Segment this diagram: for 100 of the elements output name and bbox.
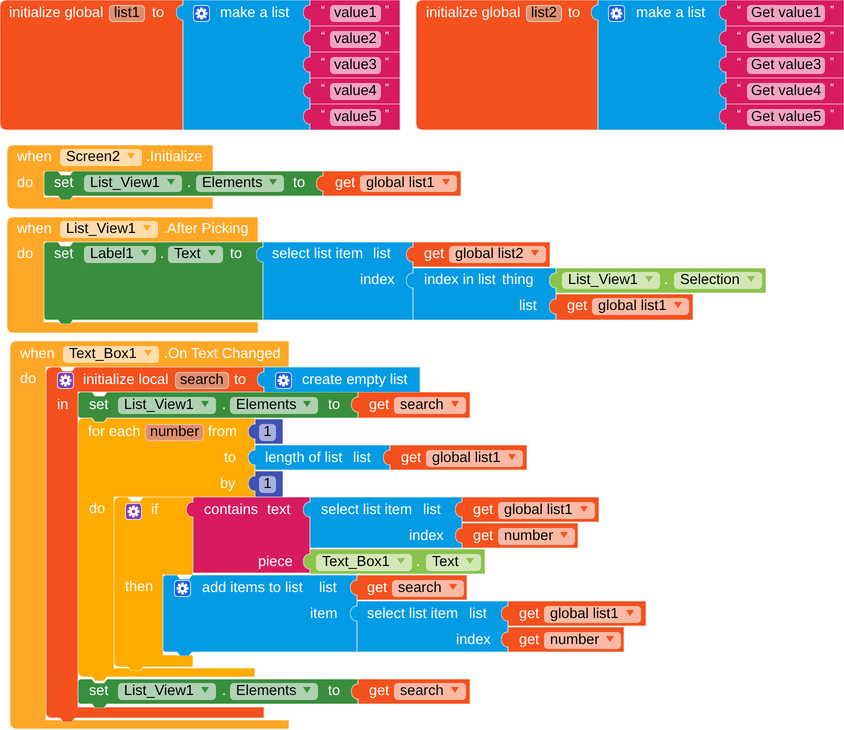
dropdown: global list1 [592,298,689,314]
text-block [303,0,400,26]
dropdown: Elements [230,396,318,414]
block-label: from [208,424,237,440]
block-label: list [353,450,371,466]
block-label: create empty list [302,372,408,388]
block-label: list [469,606,487,622]
text-block [719,52,844,78]
block-label: .After Picking [163,220,248,238]
block-label: . [222,682,226,700]
quote-mark: ” [830,108,834,120]
variable-name-field: search [175,372,229,388]
list-block [257,367,420,393]
dropdown: search [392,580,464,596]
block-label: contains [204,502,258,518]
block-label: if [151,502,158,518]
block-label: select list item [272,246,364,262]
dropdown: Text_Box1 [63,346,159,362]
block-label: index [409,528,444,544]
quote-mark: “ [321,56,325,68]
dropdown: search [394,396,466,414]
block-label: . [187,174,192,192]
quote-mark: ” [385,30,389,42]
dropdown: global list1 [360,174,457,192]
global-variable-block [0,0,183,130]
block-label: do [20,370,36,388]
block-label: set [54,174,74,192]
text-field: value1 [330,4,381,22]
get-variable-block [455,523,578,548]
text-block [303,52,400,78]
block-label: initialize global [426,4,520,22]
quote-mark: “ [321,82,325,94]
block-label: then [125,578,154,596]
dropdown: global list2 [449,246,546,262]
dropdown: List_View1 [118,682,216,700]
list-block [256,242,413,320]
block-label: list [519,298,537,314]
quote-mark: “ [321,108,325,120]
block-label: get [473,528,494,544]
block-label: .On Text Changed [164,346,281,362]
setter-block [78,392,358,422]
block-label: select list item [321,502,412,518]
block-label: for each [88,424,140,440]
list-block [591,0,726,130]
dropdown: Screen2 [60,148,142,166]
block-label: to [328,682,340,700]
text-block [719,26,844,52]
block-label: to [568,4,580,22]
block-label: index in list [424,272,496,288]
block-label: when [17,220,52,238]
text-field: Get value4 [747,82,826,100]
block-label: initialize local [83,372,168,388]
variable-name-field: list1 [109,4,145,22]
variable-name-field: number [145,424,204,440]
get-variable-block [501,627,624,652]
dropdown: search [394,682,466,700]
block-label: select list item [367,606,458,622]
block-label: get [567,298,588,314]
text-field: Get value1 [747,4,826,22]
block-label: to [230,246,242,262]
if-block [114,497,193,671]
number-field: 1 [259,424,276,440]
block-label: list [423,502,441,518]
quote-mark: ” [385,108,389,120]
get-variable-block [501,601,646,626]
text-block [719,104,844,130]
dropdown: number [498,528,576,544]
block-label: do [89,500,106,518]
get-variable-block [406,242,550,267]
quote-mark: ” [830,56,834,68]
block-label: text [267,502,290,518]
block-label: by [220,476,236,492]
block-label: index [360,272,395,288]
block-label: in [57,396,68,414]
block-label: make a list [220,4,290,22]
block-label: . [160,246,164,262]
dropdown: List_View1 [118,396,216,414]
block-label: get [369,396,390,414]
quote-mark: “ [737,108,741,120]
block-label: add items to list [202,580,303,596]
property-getter-block [549,268,766,293]
quote-mark: ” [830,30,834,42]
text-field: value5 [330,108,381,126]
setter-block [44,171,323,200]
block-label: set [89,396,108,414]
dropdown: Elements [196,174,284,192]
text-compare-block [186,497,310,573]
block-label: . [416,554,420,570]
quote-mark: “ [737,56,741,68]
get-variable-block [549,294,693,320]
number-field: 1 [259,476,276,492]
list-block [248,445,390,470]
list-block [406,268,556,320]
text-field: Get value3 [747,56,826,74]
block-label: . [664,272,668,288]
quote-mark: “ [737,82,741,94]
text-block [719,78,844,104]
dropdown: number [544,632,622,648]
block-label: get [473,502,494,518]
block-label: get [401,450,422,466]
